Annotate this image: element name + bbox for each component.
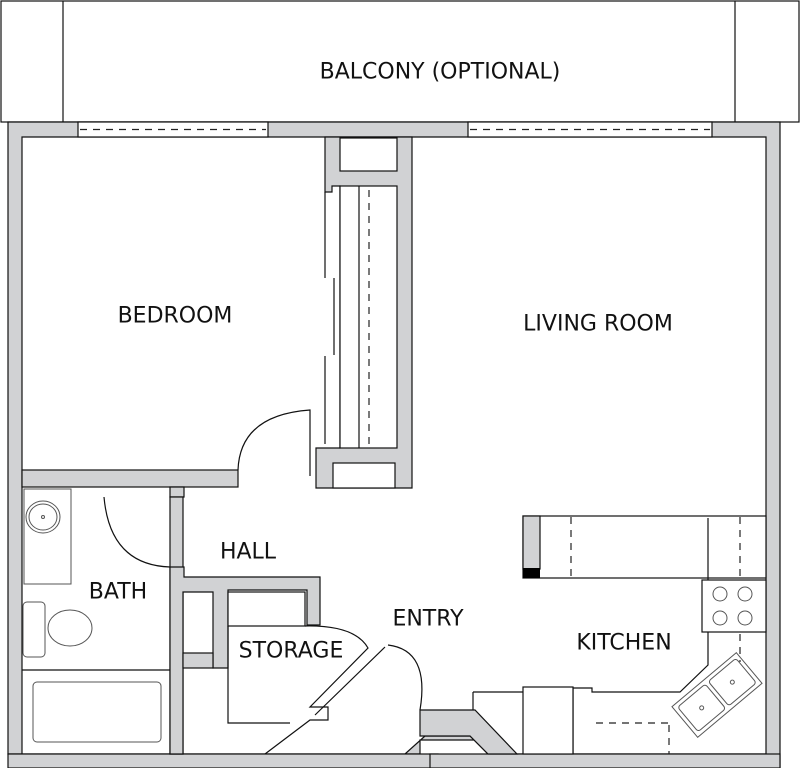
interior-walls	[22, 496, 519, 755]
closet-block	[315, 136, 413, 489]
living-room-label: LIVING ROOM	[523, 311, 673, 337]
hall-label: HALL	[219, 539, 277, 565]
bath-label: BATH	[88, 579, 148, 605]
kitchen-counters	[472, 515, 767, 755]
entry-label: ENTRY	[392, 606, 464, 632]
balcony-label: BALCONY (OPTIONAL)	[319, 59, 561, 85]
storage-label: STORAGE	[238, 638, 344, 664]
bedroom-label: BEDROOM	[117, 303, 233, 329]
bedroom-wall	[21, 409, 311, 498]
bath-fixtures	[22, 488, 162, 743]
exterior-walls	[7, 121, 781, 768]
sink-icon	[671, 651, 763, 739]
balcony-windows	[77, 121, 713, 138]
balcony	[0, 0, 800, 123]
kitchen-label: KITCHEN	[576, 630, 672, 656]
